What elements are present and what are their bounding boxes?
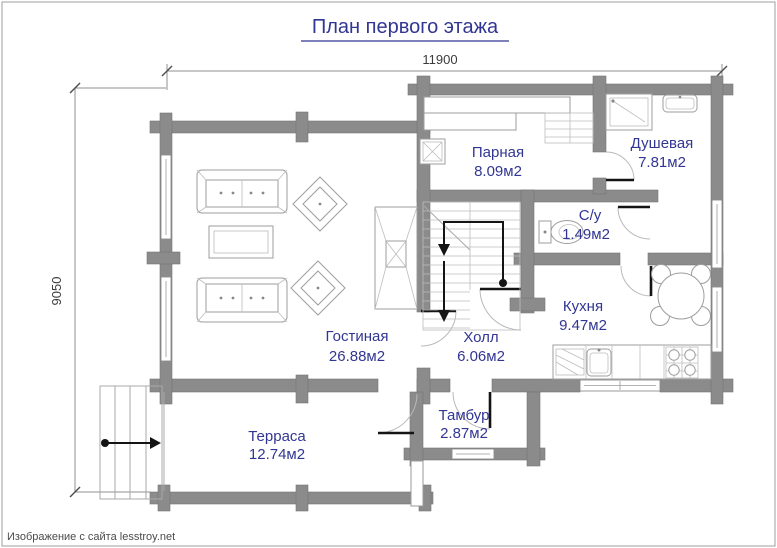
door-kitchen (620, 265, 653, 297)
kitchen-drainboard (555, 348, 585, 376)
wall-top-left (149, 120, 431, 134)
door-hall-tambour (452, 391, 492, 430)
room-label-parnaya: Парная 8.09м2 (472, 144, 524, 180)
log-joint (509, 297, 546, 312)
log-joint (146, 251, 181, 265)
terrace-steps (99, 385, 163, 500)
walls (146, 75, 734, 512)
stair-direction-arrow (438, 221, 507, 322)
room-labels: Парная 8.09м2 Душевая 7.81м2 С/у 1.49м2 … (248, 135, 693, 463)
room-area: 7.81м2 (638, 154, 686, 171)
sofa-bottom (196, 277, 288, 323)
sauna-steps (544, 112, 594, 144)
kitchen-stove (665, 346, 699, 379)
wall-wc-left (520, 189, 535, 314)
room-area: 1.49м2 (562, 226, 610, 243)
room-name: Кухня (563, 298, 603, 315)
room-label-kuhnya: Кухня 9.47м2 (559, 298, 607, 334)
room-label-terrasa: Терраса 12.74м2 (248, 428, 306, 463)
wall-sauna-shower (592, 75, 607, 153)
dimension-width-label: 11900 (422, 52, 457, 67)
wall-tambour-right (526, 391, 541, 467)
room-label-dushevaya: Душевая 7.81м2 (631, 135, 694, 171)
room-label-su: С/у 1.49м2 (562, 207, 610, 243)
room-label-tambur: Тамбур 2.87м2 (439, 407, 490, 442)
kitchen-sink (586, 348, 612, 377)
window-right-1 (711, 199, 723, 269)
room-name: Тамбур (439, 407, 490, 424)
window-living-1 (160, 154, 172, 240)
room-area: 6.06м2 (457, 348, 505, 365)
staircase (422, 201, 521, 331)
room-name: Парная (472, 144, 524, 161)
wc-fixtures (538, 220, 584, 244)
wall-below-sauna (416, 189, 659, 203)
armchair-top (292, 176, 348, 232)
coffee-table (208, 225, 274, 259)
log-joint (295, 111, 309, 143)
sauna-stove (419, 138, 446, 165)
sauna-fixtures (419, 96, 594, 165)
room-label-gostinaya: Гостиная 26.88м2 (326, 328, 389, 365)
dining-table (657, 272, 705, 320)
dimension-height: 9050 (49, 82, 166, 498)
room-name: Гостиная (326, 328, 389, 345)
window-kitchen-bottom (579, 379, 661, 392)
window-living-2 (160, 276, 172, 362)
dimension-height-label: 9050 (49, 277, 64, 306)
footer-credit: Изображение с сайта lesstroy.net (7, 531, 175, 543)
room-name: С/у (579, 207, 602, 224)
room-area: 2.87м2 (440, 425, 488, 442)
armchair-bottom (290, 260, 346, 316)
log-joint (295, 374, 309, 404)
living-room-furniture (196, 169, 418, 323)
door-terrace (377, 393, 418, 435)
sauna-bench-upper (423, 96, 571, 114)
window-kitchen-side (711, 286, 723, 353)
kitchen-counter (552, 344, 712, 380)
room-area: 12.74м2 (249, 446, 305, 463)
door-wc (617, 205, 651, 240)
window-tambour (451, 448, 495, 460)
toilet (538, 220, 584, 244)
room-area: 8.09м2 (474, 163, 522, 180)
wall-terrace-edge (149, 491, 434, 505)
entry-direction-arrow (101, 437, 161, 449)
room-name: Холл (463, 329, 498, 346)
room-name: Душевая (631, 135, 694, 152)
log-joint (295, 484, 309, 512)
washbasin (662, 94, 698, 113)
door-shower (605, 151, 635, 182)
wall-bottom-living (149, 378, 379, 393)
page-title: План первого этажа (312, 16, 499, 38)
windows (160, 154, 723, 460)
shower-room-fixtures (605, 93, 698, 131)
terrace-column (410, 460, 424, 507)
sauna-bench-lower (423, 112, 517, 131)
fireplace (374, 206, 418, 310)
sofa-top (196, 169, 288, 214)
shower-tray (605, 93, 653, 131)
wall-top-right (407, 83, 734, 96)
wall-sauna-shower-post (592, 177, 607, 195)
room-area: 9.47м2 (559, 317, 607, 334)
wall-wc-bottom-left (513, 252, 621, 266)
door-understair (479, 287, 522, 331)
kitchen-fixtures (552, 264, 712, 380)
room-label-holl: Холл 6.06м2 (457, 329, 505, 365)
room-area: 26.88м2 (329, 348, 385, 365)
room-name: Терраса (248, 428, 306, 445)
dining-table-set (650, 264, 711, 326)
wall-bottom-mid2 (491, 378, 581, 393)
